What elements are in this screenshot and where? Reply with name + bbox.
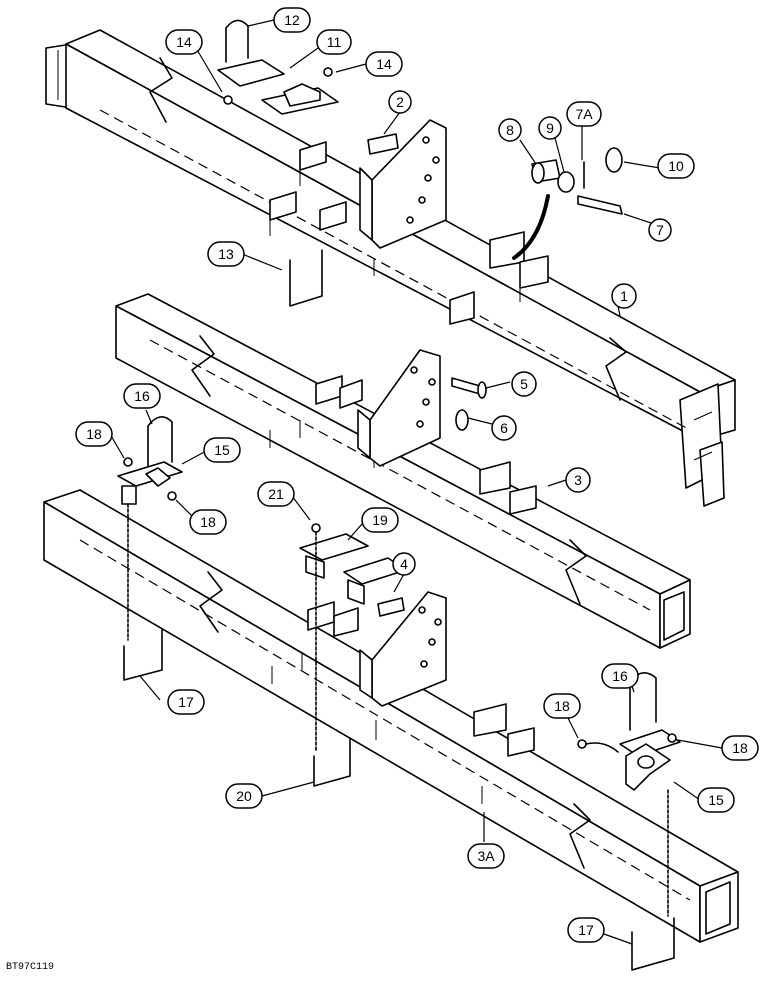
svg-text:18: 18 xyxy=(732,740,748,756)
bracket-11 xyxy=(217,19,339,115)
callout-18-upper-left: 18 xyxy=(75,421,113,447)
callout-16-right: 16 xyxy=(601,663,639,689)
svg-text:18: 18 xyxy=(554,698,570,714)
figure-code: BT97C119 xyxy=(6,962,55,973)
u-bolt-13 xyxy=(289,249,323,307)
bracket-19 xyxy=(299,523,407,605)
svg-text:7A: 7A xyxy=(575,106,593,122)
svg-text:18: 18 xyxy=(200,514,216,530)
u-bolt-20 xyxy=(313,531,351,787)
u-bolt-17-right xyxy=(631,789,675,971)
bracket-15-left xyxy=(117,416,183,505)
svg-text:21: 21 xyxy=(268,486,284,502)
beam-3-shanks xyxy=(269,375,537,515)
callout-16-left: 16 xyxy=(123,383,161,409)
mount-plate-3 xyxy=(357,349,487,467)
svg-text:13: 13 xyxy=(218,246,234,262)
callout-3: 3 xyxy=(565,467,591,493)
callout-17-right: 17 xyxy=(567,917,605,943)
svg-text:15: 15 xyxy=(708,792,724,808)
callout-1: 1 xyxy=(611,283,637,309)
svg-text:15: 15 xyxy=(214,442,230,458)
callout-18-mid: 18 xyxy=(543,693,581,719)
svg-text:14: 14 xyxy=(176,34,192,50)
callout-10: 10 xyxy=(657,153,695,179)
svg-text:8: 8 xyxy=(506,122,514,138)
svg-text:17: 17 xyxy=(178,694,194,710)
mount-plate-4 xyxy=(359,591,447,707)
beam-4-shanks xyxy=(271,601,535,804)
svg-text:5: 5 xyxy=(520,376,528,392)
svg-text:18: 18 xyxy=(86,426,102,442)
svg-text:11: 11 xyxy=(327,34,342,50)
callout-11: 11 xyxy=(316,29,352,55)
callout-7a: 7A xyxy=(566,101,602,127)
svg-text:7: 7 xyxy=(656,222,664,238)
svg-text:20: 20 xyxy=(236,788,252,804)
callout-13: 13 xyxy=(207,241,245,267)
callout-5: 5 xyxy=(511,371,537,397)
bracket-15-right xyxy=(577,672,681,791)
callout-19: 19 xyxy=(361,507,399,533)
svg-text:1: 1 xyxy=(620,288,628,304)
svg-text:12: 12 xyxy=(284,12,300,28)
callout-21: 21 xyxy=(257,481,295,507)
svg-text:6: 6 xyxy=(500,420,508,436)
callout-15-right: 15 xyxy=(697,787,735,813)
svg-text:19: 19 xyxy=(372,512,388,528)
callout-20: 20 xyxy=(225,783,263,809)
callout-2: 2 xyxy=(388,90,412,114)
svg-text:2: 2 xyxy=(396,94,404,110)
svg-text:14: 14 xyxy=(376,56,392,72)
callout-6: 6 xyxy=(491,415,517,441)
callout-14-left: 14 xyxy=(165,29,203,55)
callout-7: 7 xyxy=(648,218,672,242)
callout-14-right: 14 xyxy=(365,51,403,77)
svg-text:16: 16 xyxy=(134,388,150,404)
callout-3a: 3A xyxy=(467,843,505,869)
svg-text:3: 3 xyxy=(574,472,582,488)
callout-18-lower-left: 18 xyxy=(189,509,227,535)
callout-15-left: 15 xyxy=(203,437,241,463)
callout-17-left: 17 xyxy=(167,689,205,715)
u-bolt-17-left xyxy=(123,503,163,681)
svg-text:9: 9 xyxy=(546,120,554,136)
svg-text:10: 10 xyxy=(668,158,684,174)
svg-text:4: 4 xyxy=(400,556,408,572)
beam-1-shanks xyxy=(269,141,549,325)
mount-plate-1 xyxy=(359,119,447,249)
pin-assembly xyxy=(512,147,623,260)
svg-text:16: 16 xyxy=(612,668,628,684)
callout-12: 12 xyxy=(273,7,311,33)
callout-9: 9 xyxy=(538,116,562,140)
svg-text:3A: 3A xyxy=(477,848,495,864)
callout-8: 8 xyxy=(498,118,522,142)
callout-4: 4 xyxy=(392,552,416,576)
svg-text:17: 17 xyxy=(578,922,594,938)
callout-18-right: 18 xyxy=(721,735,759,761)
